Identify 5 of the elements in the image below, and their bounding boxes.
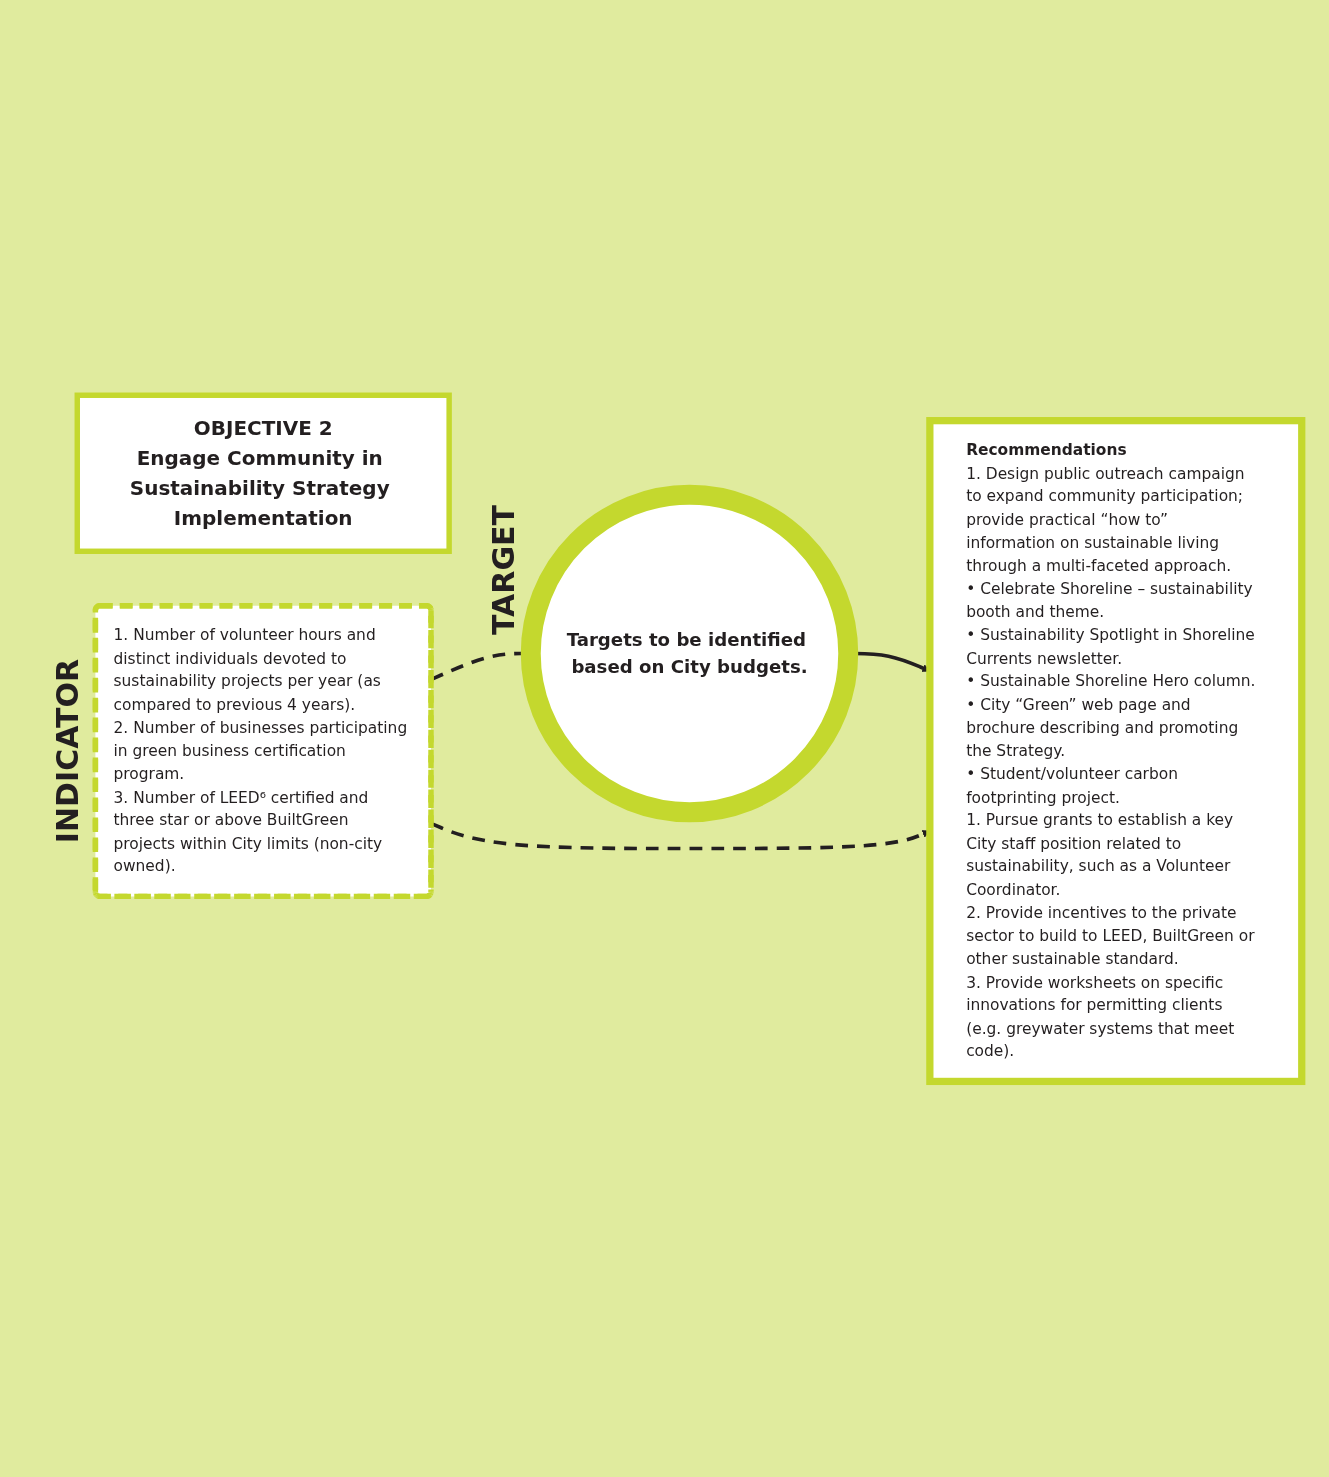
node-box: Recommendations 1. Design public outreach campaign to expand community participation; provide practical “how to” information on sustainable living through a multi-faceted approach. • Celebrate Shoreline – sustainability booth and theme. • Sustainability Spotlight in Shoreline Currents newsletter. • Sustainable Shoreline Hero column. • City “Green” web page and brochure describing and promoting the Strategy. • Student/volunteer carbon footprinting project. 1. Pursue grants to establish a key City staff position related to sustainability, such as a Volunteer Coordinator. 2. Provide incentives to the private sector to build to LEED, BuiltGreen or other sustainable standard. 3. Provide worksheets on specific innovations for permitting clients (e.g. greywater systems that meet code). [926, 417, 1306, 1086]
side-label: INDICATOR [53, 659, 84, 844]
node-box: OBJECTIVE 2 Engage Community in Sustainability Strategy Implementation [74, 392, 452, 555]
side-label: TARGET [488, 504, 519, 635]
node-circle: Targets to be identified based on City budgets. [520, 485, 859, 823]
